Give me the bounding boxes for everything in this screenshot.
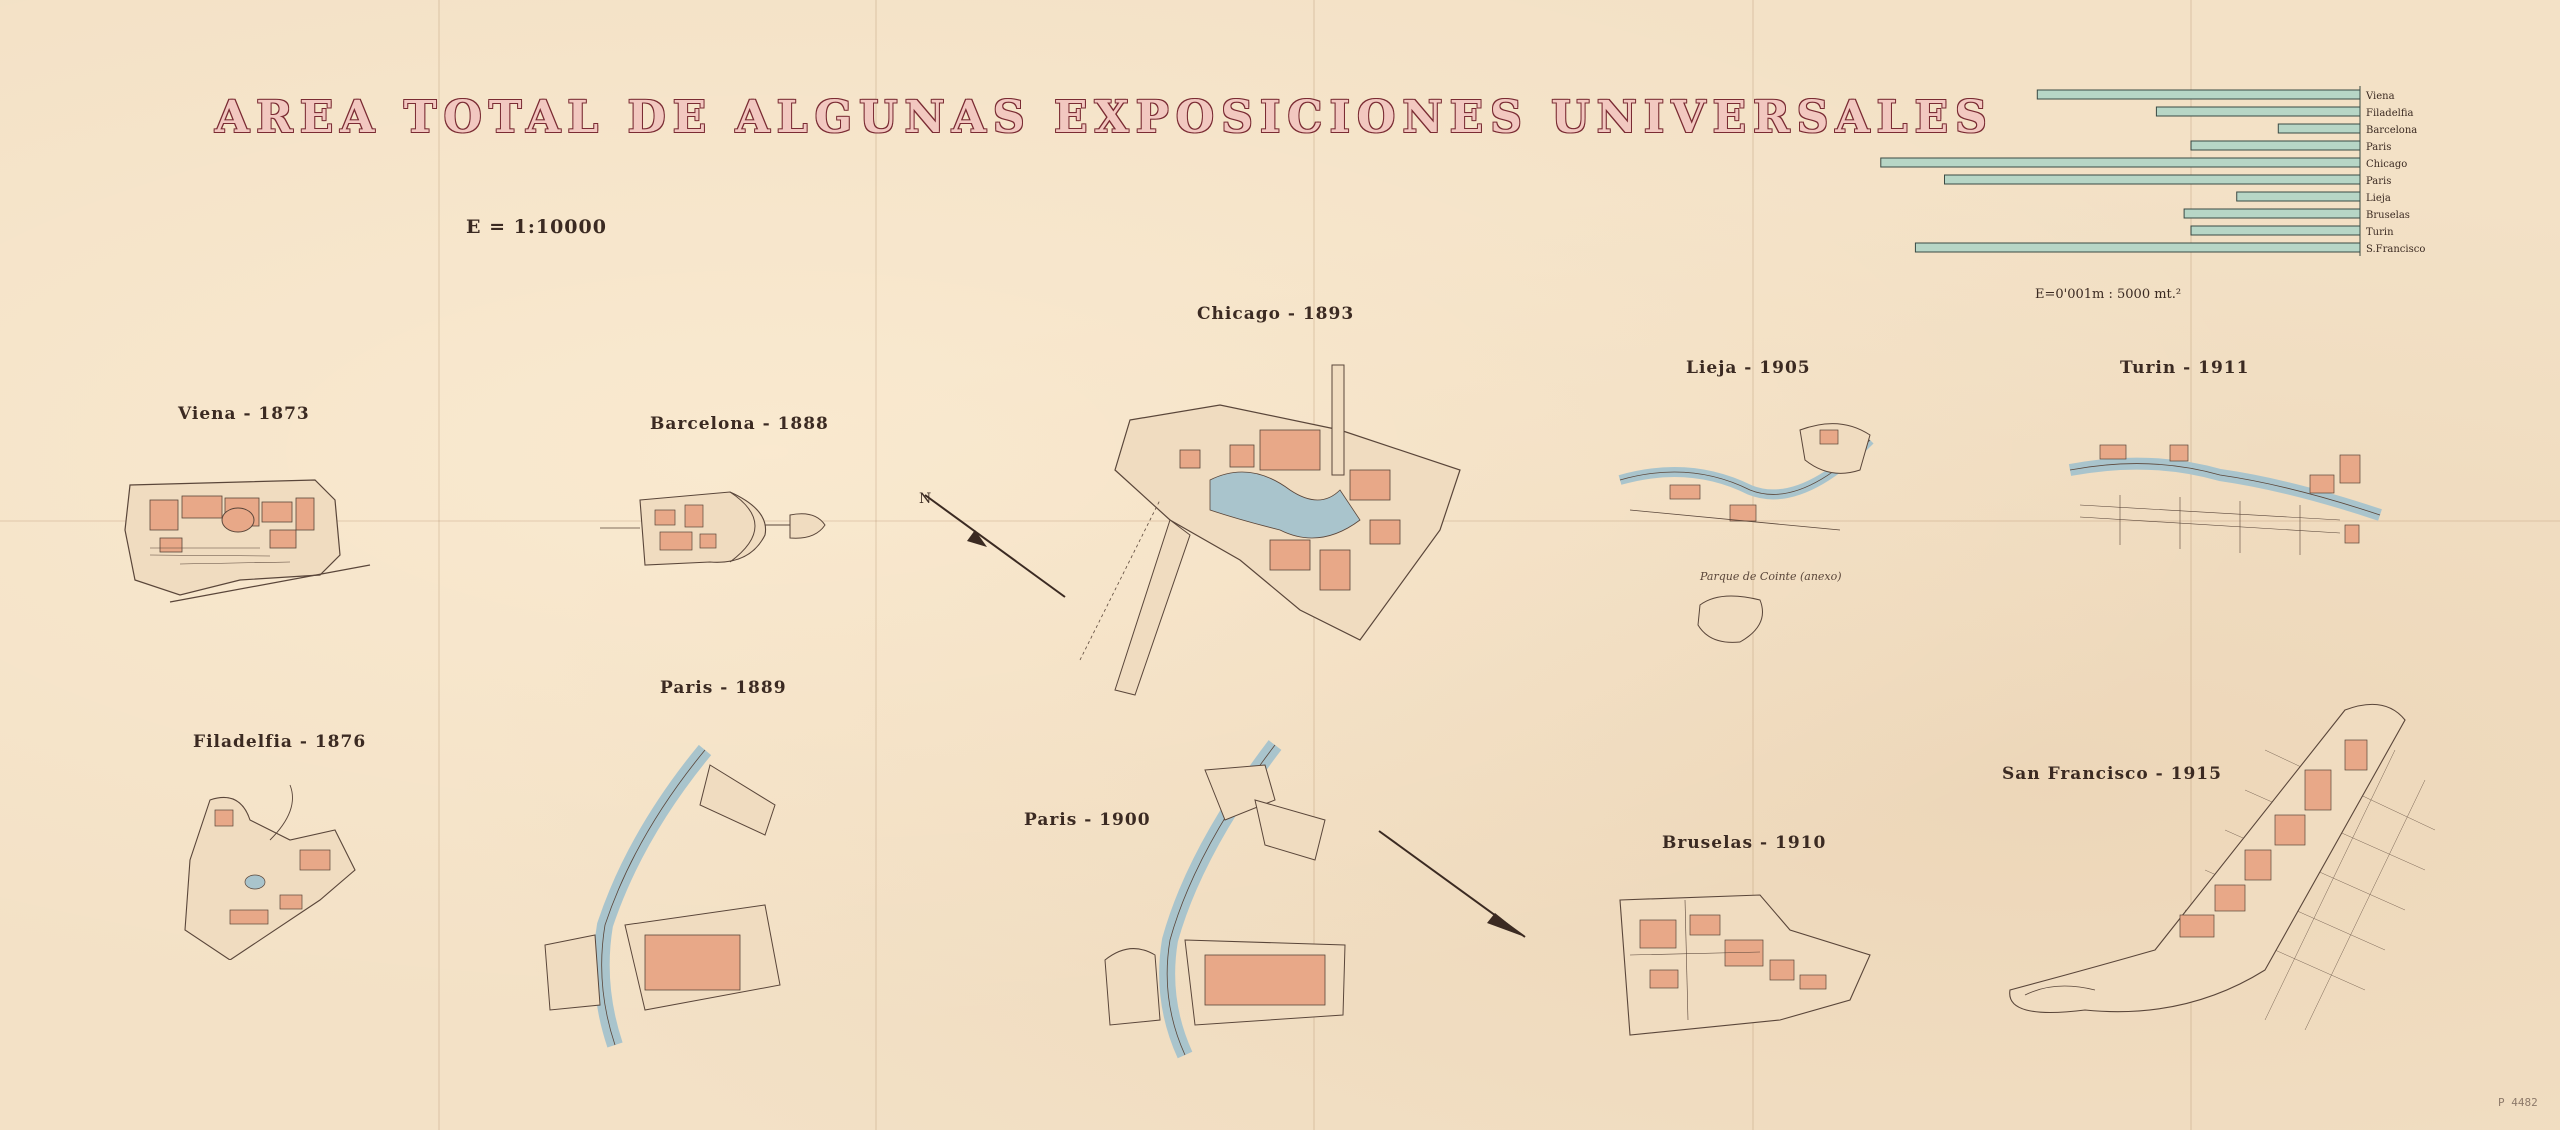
fold-crease xyxy=(2190,0,2192,1130)
svg-text:N: N xyxy=(919,491,931,507)
label-turin: Turin - 1911 xyxy=(2120,358,2250,378)
label-parque-cointe: Parque de Cointe (anexo) xyxy=(1700,570,1842,583)
label-filadelfia: Filadelfia - 1876 xyxy=(193,732,367,752)
plan-barcelona xyxy=(600,491,826,566)
fold-crease xyxy=(875,0,877,1130)
plan-lieja xyxy=(1618,423,1874,643)
bar-label-8: Turin xyxy=(2366,227,2394,238)
plan-filadelfia xyxy=(184,784,356,960)
label-bruselas: Bruselas - 1910 xyxy=(1662,833,1827,853)
bar-label-5: Paris xyxy=(2366,176,2391,187)
label-viena: Viena - 1873 xyxy=(178,404,310,424)
plan-paris-1900 xyxy=(1104,740,1346,1059)
plan-chicago xyxy=(1079,364,1461,696)
bar-label-6: Lieja xyxy=(2366,193,2391,204)
label-lieja: Lieja - 1905 xyxy=(1686,358,1811,378)
map-title: AREA TOTAL DE ALGUNAS EXPOSICIONES UNIVE… xyxy=(215,92,1994,143)
bar-1 xyxy=(2155,106,2361,117)
plan-viena xyxy=(124,479,371,603)
bar-label-1: Filadelfia xyxy=(2366,108,2413,119)
bar-5 xyxy=(1944,174,2361,185)
label-paris-1900: Paris - 1900 xyxy=(1024,810,1151,830)
plan-paris-1889 xyxy=(544,745,781,1048)
bar-6 xyxy=(2236,191,2361,202)
bar-4 xyxy=(1880,157,2361,168)
plan-turin xyxy=(2068,444,2382,555)
bar-9 xyxy=(1914,242,2361,253)
label-paris-1889: Paris - 1889 xyxy=(660,678,787,698)
catalog-stamp: P 4482 xyxy=(2498,1096,2538,1109)
bar-label-0: Viena xyxy=(2365,91,2395,102)
bar-label-4: Chicago xyxy=(2366,159,2407,170)
bar-2 xyxy=(2277,123,2361,134)
area-bar-chart: VienaFiladelfiaBarcelonaParisChicagoPari… xyxy=(1880,86,2425,256)
bar-label-9: S.Francisco xyxy=(2366,244,2425,255)
map-scale-label: E = 1:10000 xyxy=(466,216,607,238)
label-san-francisco: San Francisco - 1915 xyxy=(2002,764,2222,784)
label-chicago: Chicago - 1893 xyxy=(1197,304,1355,324)
bar-label-7: Bruselas xyxy=(2366,210,2410,221)
label-barcelona: Barcelona - 1888 xyxy=(650,414,829,434)
bar-label-3: Paris xyxy=(2366,142,2391,153)
plan-san-francisco xyxy=(2009,703,2436,1031)
fold-crease xyxy=(1752,0,1754,1130)
plan-bruselas xyxy=(1619,894,1871,1036)
bar-8 xyxy=(2190,225,2361,236)
bar-label-2: Barcelona xyxy=(2366,125,2417,136)
bar-3 xyxy=(2190,140,2361,151)
north-arrow-icon: N xyxy=(919,491,1066,598)
bar-scale-label: E=0'001m : 5000 mt.² xyxy=(2035,287,2182,302)
bar-7 xyxy=(2183,208,2361,219)
fold-crease xyxy=(438,0,440,1130)
north-arrow-icon xyxy=(1378,830,1526,938)
bar-0 xyxy=(2036,89,2361,100)
